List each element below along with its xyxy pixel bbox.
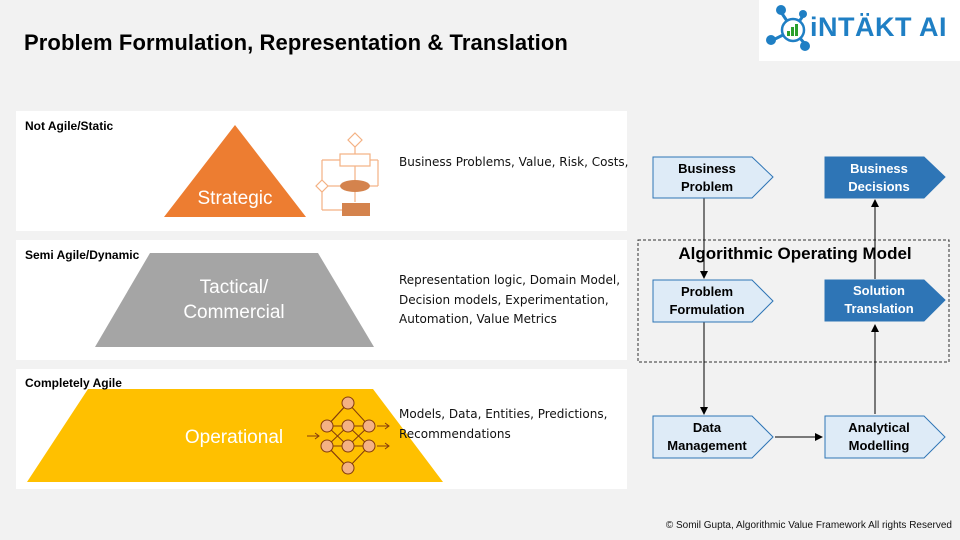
problem-formulation-label: Problem Formulation [669,284,745,317]
solution-translation-label: Solution Translation [844,283,914,316]
operational-description: Models, Data, Entities, Predictions, Rec… [399,407,608,441]
business-problem-label: Business Problem [678,161,736,194]
data-management-label: Data Management [667,420,747,453]
tactical-label: Tactical/ Commercial [183,277,285,323]
business-problem-shape [652,156,774,199]
tier-agility-label-static: Not Agile/Static [25,119,114,133]
copyright-footer: © Somil Gupta, Algorithmic Value Framewo… [665,520,952,531]
logo-text: iNTÄKT AI [810,12,947,42]
tactical-description: Representation logic, Domain Model, Deci… [399,273,621,326]
analytical-modelling-shape [824,415,946,459]
business-decisions-label: Business Decisions [848,161,910,194]
data-management-shape [652,415,774,459]
operating-model-frame [637,239,950,363]
tier-agility-label-agile: Completely Agile [25,376,122,390]
operating-model-title: Algorithmic Operating Model [678,244,912,263]
strategic-triangle [164,125,306,217]
solution-translation-shape [824,279,946,322]
operational-label: Operational [184,427,284,448]
network-logo-icon [766,5,810,51]
business-decisions-shape [824,156,946,199]
tier-agility-label-dynamic: Semi Agile/Dynamic [25,248,140,262]
page-title: Problem Formulation, Representation & Tr… [24,30,568,55]
logo: iNTÄKT AI [759,0,960,61]
neural-network-icon [307,396,390,475]
strategic-description: Business Problems, Value, Risk, Costs, [399,155,629,169]
strategic-label: Strategic [197,188,273,209]
tactical-trapezoid [95,253,374,347]
analytical-modelling-label: Analytical Modelling [848,420,910,453]
problem-formulation-shape [652,279,774,323]
flowchart-icon [315,132,379,216]
